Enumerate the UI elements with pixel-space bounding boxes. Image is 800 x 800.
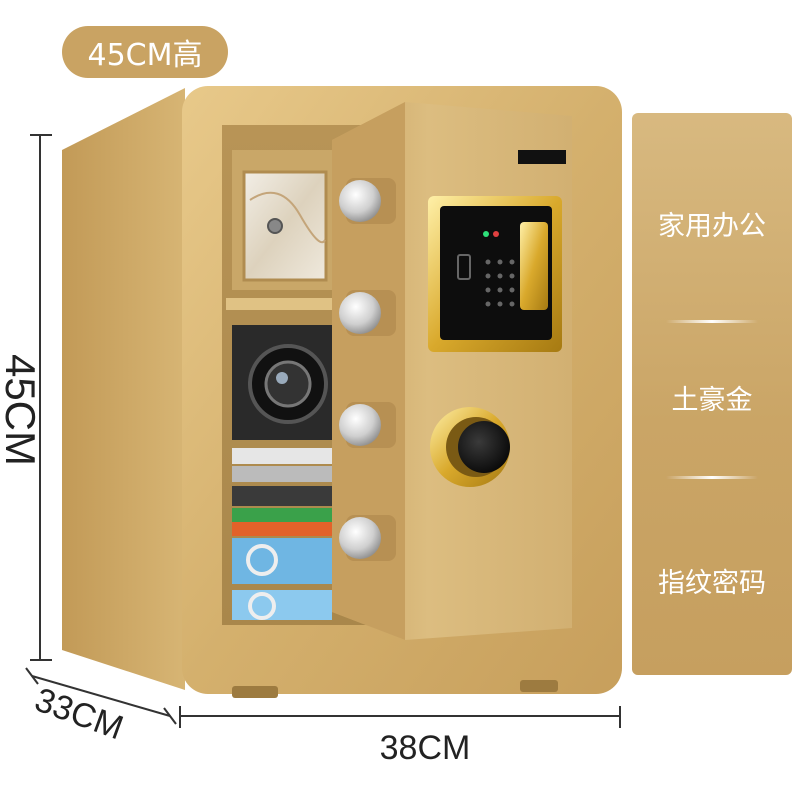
dimension-lines bbox=[25, 134, 621, 728]
width-dimension-label: 38CM bbox=[379, 728, 471, 767]
door-bolts bbox=[339, 178, 396, 561]
height-badge: 45CM高 bbox=[62, 26, 228, 78]
feature-fingerprint-password: 指纹密码 bbox=[658, 568, 766, 599]
fingerprint-keypad-panel bbox=[428, 196, 562, 352]
feature-panel bbox=[632, 113, 792, 675]
feature-gold: 土豪金 bbox=[671, 385, 753, 416]
feature-divider bbox=[666, 476, 758, 479]
feature-divider bbox=[666, 320, 758, 323]
combination-dial bbox=[430, 407, 510, 487]
feature-home-office: 家用办公 bbox=[658, 211, 766, 242]
